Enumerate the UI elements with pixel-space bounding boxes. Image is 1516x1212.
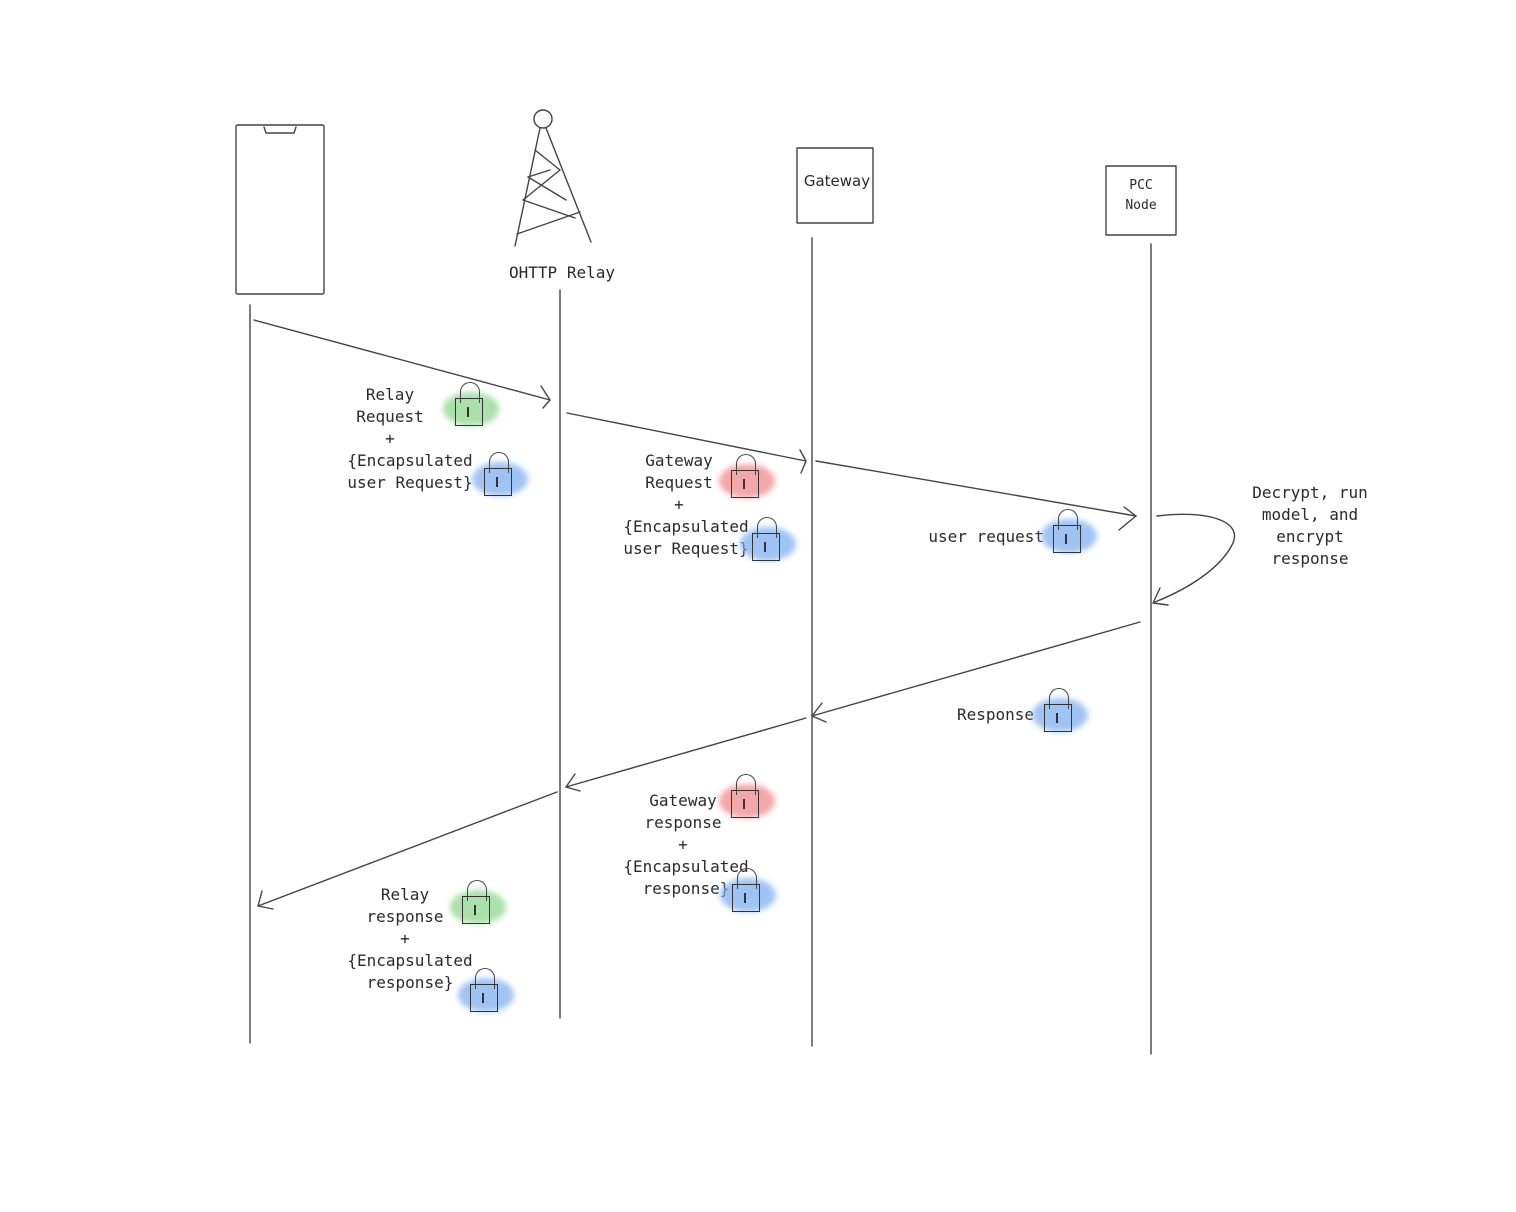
radio-tower-icon	[514, 109, 592, 247]
arrow-gateway-to-relay	[565, 717, 807, 792]
relay-lock-icon	[443, 380, 499, 430]
gateway-label: Gateway	[803, 172, 871, 190]
response-label: Response	[956, 705, 1034, 724]
arrow-pcc-self-loop	[1152, 513, 1235, 606]
process-note-line3: encrypt	[1276, 527, 1344, 546]
arrow-relay-to-gateway	[566, 412, 807, 474]
pcc-node-box	[1105, 165, 1177, 236]
relay-request-label: Relay Request + {Encapsulated user Reque…	[330, 384, 490, 494]
relay-response-line2: response	[366, 907, 444, 926]
pcc-lock-icon	[720, 866, 776, 916]
arrow-relay-to-device	[257, 791, 558, 910]
relay-response-label: Relay response + {Encapsulated response}	[330, 884, 490, 994]
gateway-response-label: Gateway response + {Encapsulated respons…	[606, 790, 766, 900]
process-note-line4: response	[1271, 549, 1349, 568]
user-request-label: user request	[928, 527, 1044, 546]
gateway-response-line3: {Encapsulated	[623, 857, 749, 876]
gateway-request-plus: +	[674, 495, 684, 514]
relay-request-line2: Request	[356, 407, 424, 426]
gateway-request-line3: {Encapsulated	[623, 517, 749, 536]
relay-response-line3: {Encapsulated	[347, 951, 473, 970]
relay-request-line4: user Request}	[347, 473, 473, 492]
gateway-response-line4: response}	[642, 879, 730, 898]
relay-label: OHTTP Relay	[509, 263, 615, 282]
gateway-response-line2: response	[644, 813, 722, 832]
pcc-lock-icon	[458, 966, 514, 1016]
gateway-lock-icon	[719, 772, 775, 822]
relay-response-plus: +	[400, 929, 410, 948]
pcc-lock-icon	[1041, 507, 1097, 557]
pcc-node-label: PCC Node	[1106, 176, 1176, 216]
gateway-request-line1: Gateway	[645, 451, 713, 470]
process-note: Decrypt, run model, and encrypt response	[1240, 482, 1380, 570]
gateway-request-line4: user Request}	[623, 539, 749, 558]
process-note-line1: Decrypt, run	[1252, 483, 1368, 502]
relay-request-line3: {Encapsulated	[347, 451, 473, 470]
gateway-response-plus: +	[678, 835, 688, 854]
phone-icon	[235, 124, 325, 295]
relay-lock-icon	[450, 878, 506, 928]
pcc-lock-icon	[472, 450, 528, 500]
relay-request-plus: +	[385, 429, 395, 448]
relay-response-line1: Relay	[380, 885, 430, 904]
pcc-label-line2: Node	[1125, 198, 1157, 213]
gateway-request-label: Gateway Request + {Encapsulated user Req…	[606, 450, 766, 560]
pcc-lock-icon	[1032, 686, 1088, 736]
gateway-request-line2: Request	[645, 473, 713, 492]
pcc-lock-icon	[740, 515, 796, 565]
relay-request-line1: Relay	[365, 385, 415, 404]
relay-response-line4: response}	[366, 973, 454, 992]
arrow-pcc-to-gateway	[811, 621, 1141, 723]
process-note-line2: model, and	[1261, 505, 1359, 524]
gateway-response-line1: Gateway	[649, 791, 717, 810]
gateway-box	[796, 147, 874, 224]
gateway-lock-icon	[719, 452, 775, 502]
pcc-label-line1: PCC	[1129, 178, 1153, 193]
arrow-gateway-to-pcc	[815, 460, 1137, 531]
arrow-device-to-relay	[253, 319, 551, 409]
